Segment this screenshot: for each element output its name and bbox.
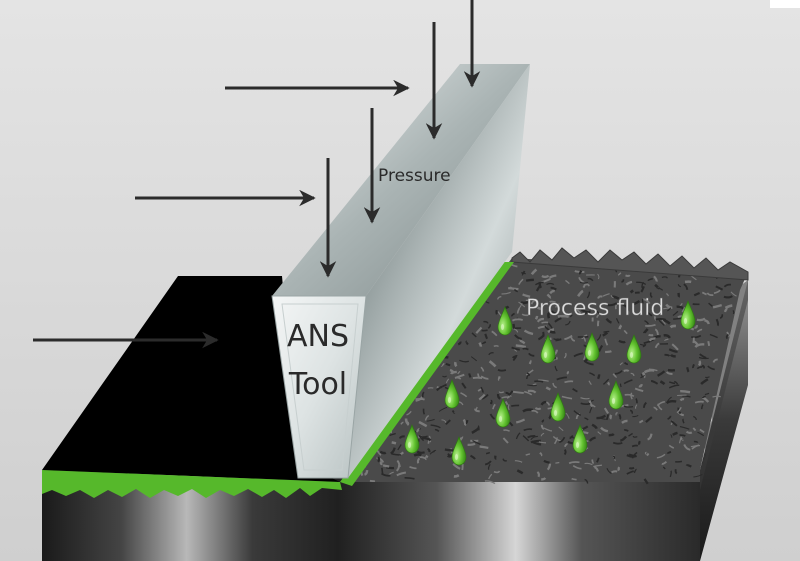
- ans-tool: ANS Tool: [271, 64, 530, 479]
- workpiece-side-face: [700, 280, 748, 561]
- fluid-film-front-edge: [42, 470, 342, 498]
- rough-surface: [340, 247, 749, 485]
- fluid-film-strip: [340, 262, 514, 486]
- tool-top-face: [272, 64, 530, 296]
- tool-label-line2: Tool: [288, 367, 347, 402]
- tool-side-face: [348, 64, 530, 478]
- process-fluid-label: Process fluid: [526, 296, 664, 321]
- pressure-label: Pressure: [378, 166, 451, 186]
- white-corner: [770, 0, 800, 8]
- tool-front-face: [271, 295, 367, 479]
- finished-surface: [42, 276, 340, 482]
- tool-label-line1: ANS: [287, 319, 349, 354]
- force-arrows: [33, 0, 481, 349]
- workpiece-rough-side-edge: [700, 280, 748, 490]
